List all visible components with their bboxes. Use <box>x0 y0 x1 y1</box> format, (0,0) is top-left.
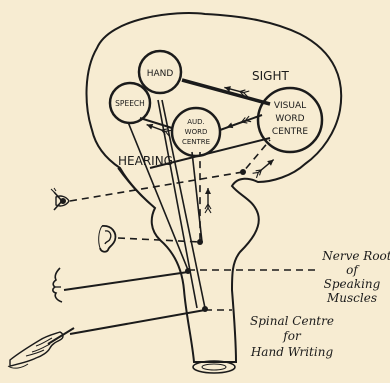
hand-to-visual-line <box>182 80 270 104</box>
eye-icon <box>51 188 69 210</box>
aud-label-line2: WORD <box>185 128 208 136</box>
arrow-icon-ear-path <box>205 188 211 213</box>
nerve-roots-line1: Nerve Roots <box>321 249 390 263</box>
hand-centre-label: HAND <box>147 69 174 79</box>
junction-hand <box>202 306 208 312</box>
nerve-roots-line3: Speaking <box>324 277 381 291</box>
mouth-icon <box>53 268 62 302</box>
visual-label-line3: CENTRE <box>272 127 308 137</box>
arrow-icon-aud <box>226 116 252 130</box>
hand-motor-line <box>70 310 205 334</box>
brain-outline <box>87 13 342 362</box>
junction-ear <box>197 239 203 245</box>
speech-descending-line <box>128 122 188 270</box>
spinal-centre-line2: for <box>282 329 302 343</box>
aud-label-line1: AUD. <box>187 118 205 126</box>
spinal-centre-line1: Spinal Centre <box>250 314 334 328</box>
spinal-centre-line3: Hand Writing <box>250 345 334 359</box>
arrow-icon-eye-path <box>253 157 276 178</box>
nerve-roots-line4: Muscles <box>326 291 377 305</box>
junction-speech <box>185 268 191 274</box>
writing-hand-icon <box>8 328 74 368</box>
nerve-roots-line2: of <box>346 263 360 277</box>
junction-eye <box>240 169 246 175</box>
speech-centre-label: SPEECH <box>115 99 145 108</box>
mouth-motor-line <box>64 272 188 290</box>
visual-label-line1: VISUAL <box>274 101 306 111</box>
aud-label-line3: CENTRE <box>182 138 210 146</box>
ear-icon <box>99 226 116 252</box>
visual-label-line2: WORD <box>275 114 304 124</box>
sight-label: SIGHT <box>252 69 289 83</box>
hearing-label: HEARING <box>118 154 173 168</box>
spinal-cord-end-inner <box>202 364 226 370</box>
